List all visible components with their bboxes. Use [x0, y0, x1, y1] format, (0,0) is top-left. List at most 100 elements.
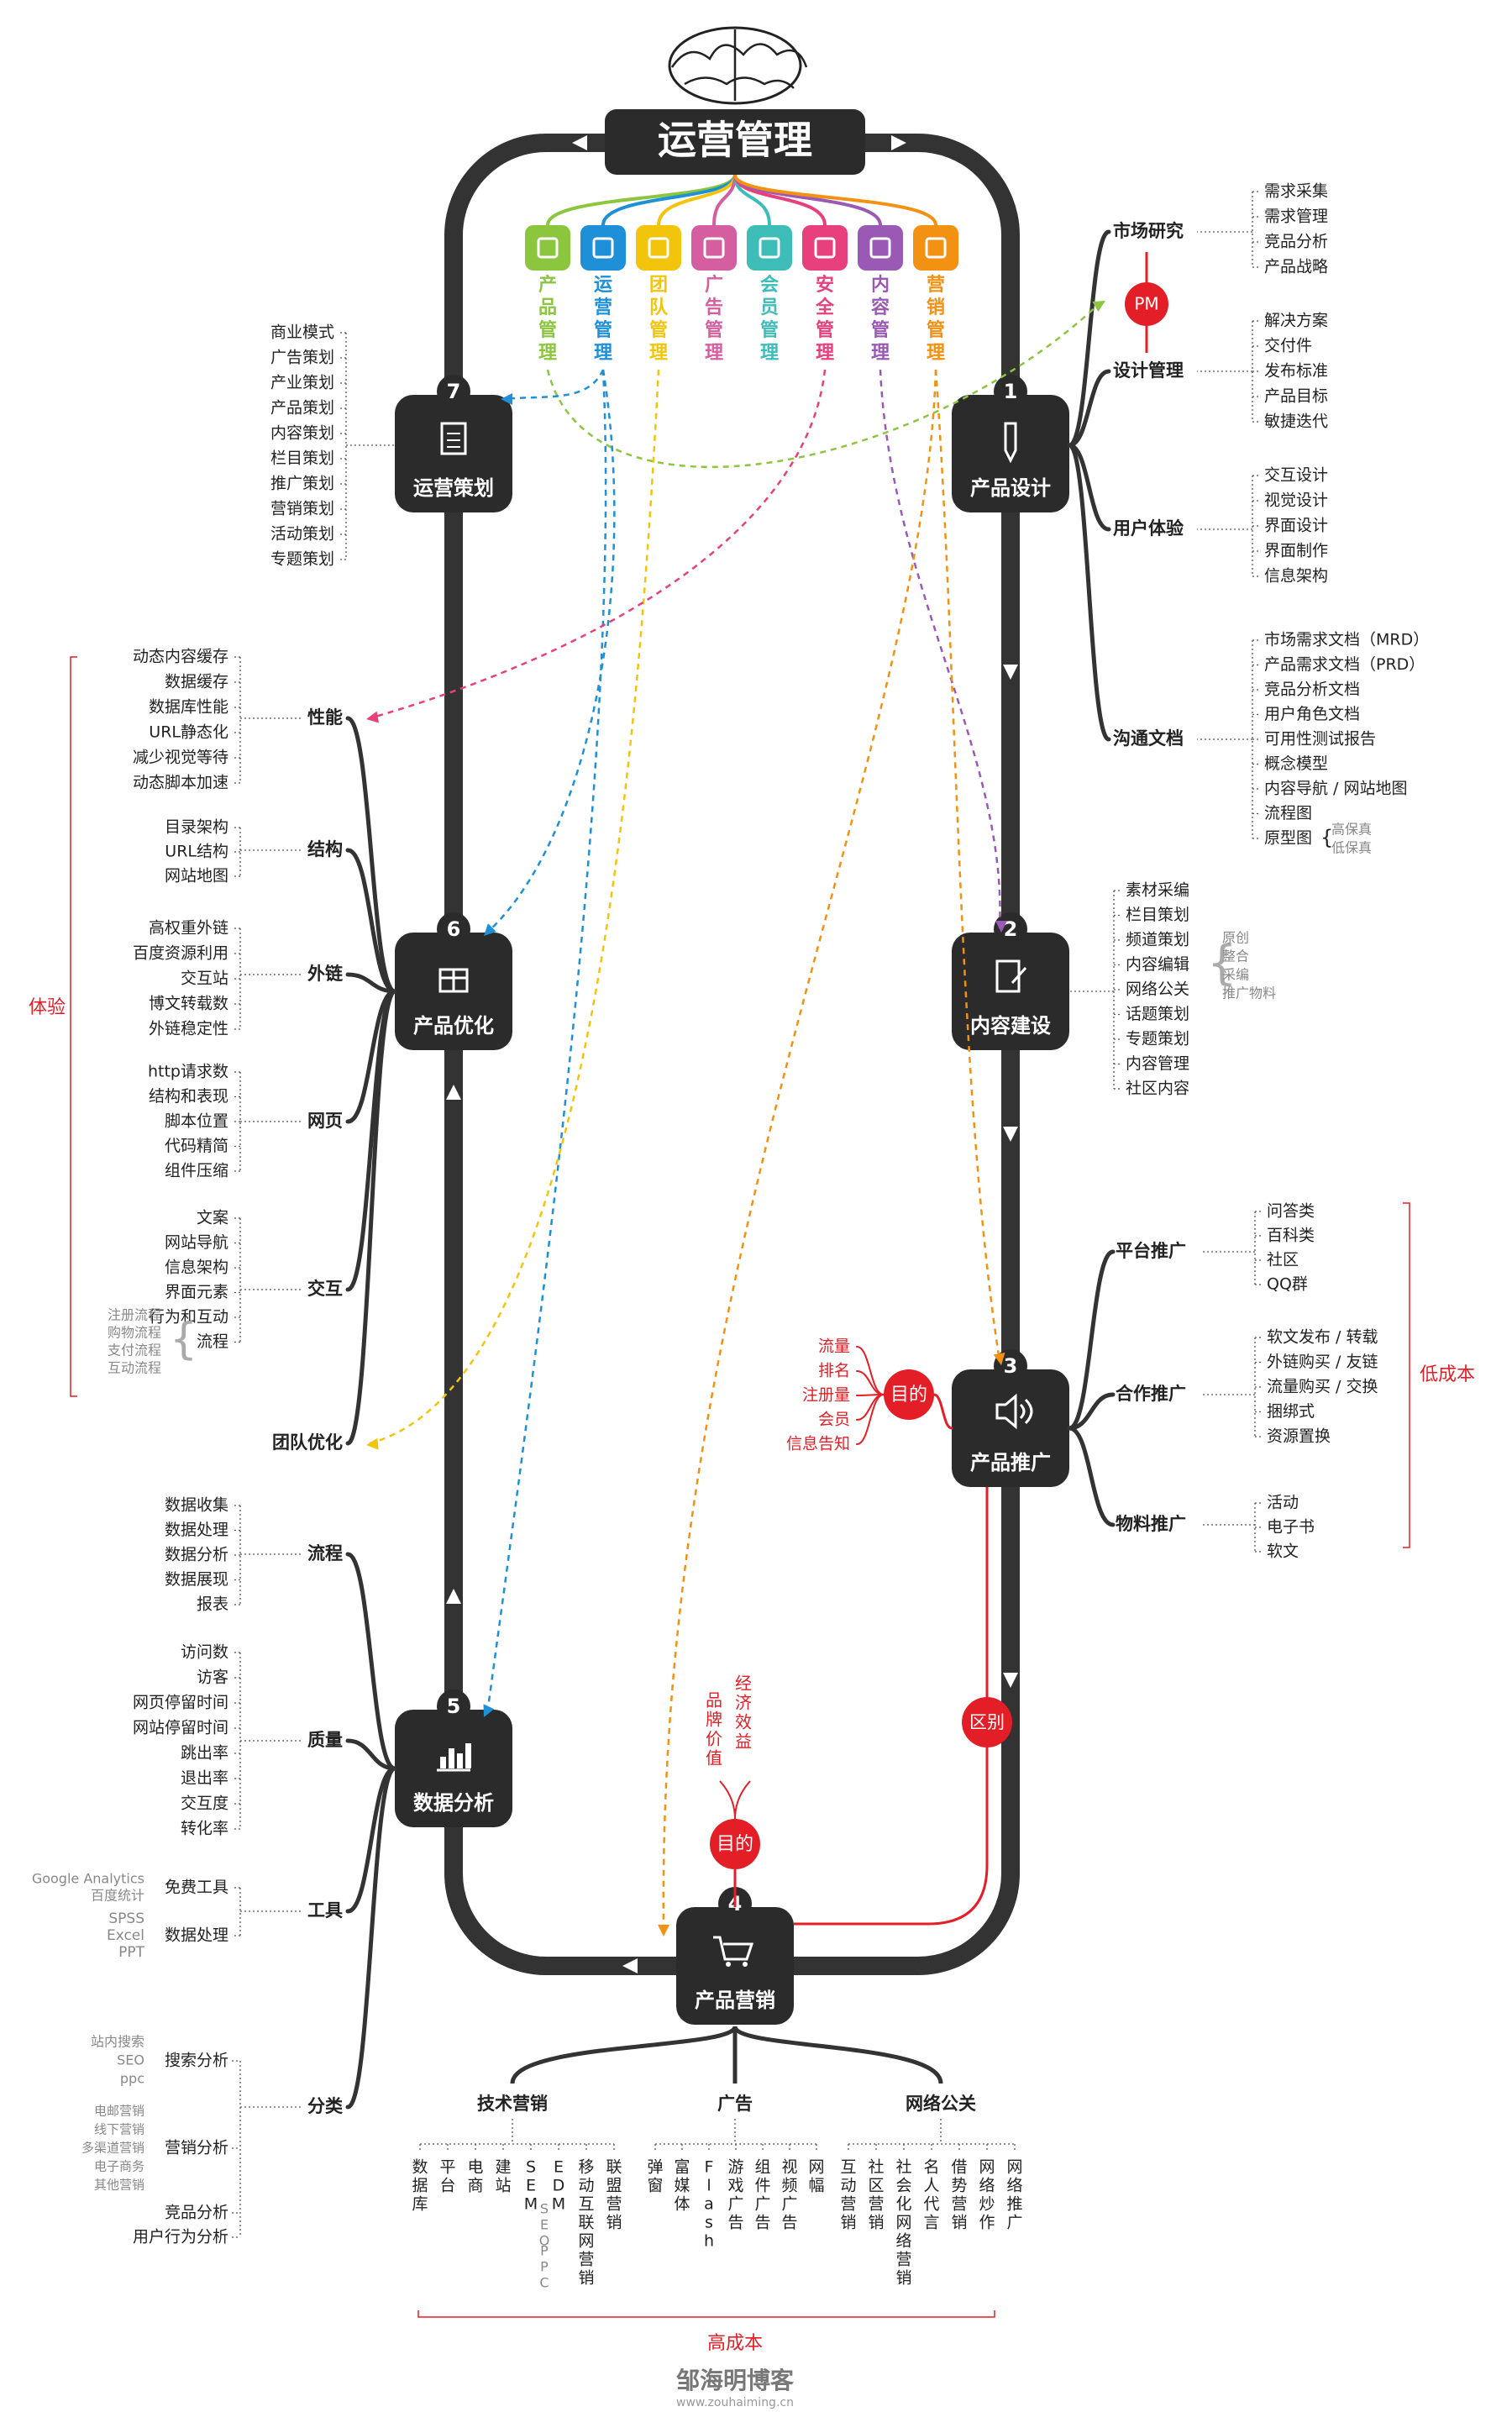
n4-leaf-item: 平台: [439, 2158, 455, 2195]
node-number: 1: [1004, 380, 1018, 403]
svg-text:营: 营: [868, 2195, 884, 2214]
svg-text:营: 营: [606, 2195, 622, 2214]
arrowhead-icon: [483, 1704, 495, 1717]
category-cross-links: [366, 301, 1105, 1936]
leaf-item: 商业模式: [270, 323, 334, 342]
svg-text:营: 营: [895, 2251, 911, 2269]
leaf-item: 内容编辑: [1126, 955, 1189, 974]
svg-text:频: 频: [781, 2177, 797, 2195]
arrowhead-icon: [658, 1925, 669, 1936]
edit-icon: [995, 959, 1027, 993]
leaf-item: 栏目策划: [270, 449, 334, 468]
svg-text:管: 管: [816, 319, 834, 341]
market-sub-item: 线下营销: [94, 2122, 144, 2137]
svg-text:络: 络: [895, 2232, 911, 2251]
svg-text:广: 广: [754, 2195, 770, 2214]
edit-sub-item: 采编: [1222, 967, 1249, 983]
leaf-item: 交付件: [1264, 337, 1312, 355]
svg-text:销: 销: [895, 2269, 911, 2288]
leaf-item: 交互度: [181, 1795, 228, 1813]
svg-text:戏: 戏: [727, 2177, 743, 2195]
category-label: 运营管理: [594, 275, 612, 364]
cube-icon: [525, 225, 570, 271]
data-tool-item: SPSS: [108, 1910, 144, 1927]
svg-text:E: E: [526, 2177, 536, 2195]
svg-text:电: 电: [467, 2158, 483, 2177]
arrowhead-icon: [366, 711, 380, 723]
leaf-item: 访问数: [181, 1643, 228, 1662]
n6-branch: [345, 972, 397, 994]
leaf-item: 原型图: [1264, 829, 1312, 848]
node-number: 7: [447, 380, 461, 403]
leaf-item: 数据库性能: [149, 698, 228, 717]
category-branch: [657, 174, 737, 226]
n5-group-label: 质量: [307, 1730, 343, 1750]
purpose-item: 注册量: [802, 1386, 850, 1405]
svg-text:管: 管: [871, 319, 890, 341]
leaf-item: 解决方案: [1264, 312, 1328, 330]
n1-branch: [1067, 369, 1111, 448]
leaf-item: 产品战略: [1264, 258, 1328, 276]
leaf-item: 数据处理: [165, 1926, 228, 1945]
svg-text:富: 富: [674, 2158, 690, 2177]
leaf-item: 访客: [197, 1668, 228, 1687]
svg-text:借: 借: [951, 2158, 967, 2177]
purpose-branch: [856, 1394, 885, 1421]
svg-text:动: 动: [840, 2177, 856, 2195]
svg-text:站: 站: [495, 2177, 511, 2195]
leaf-item: 报表: [197, 1595, 228, 1614]
n4-groups: 技术营销数据库平台电商建站SEMEDM移动互联网营销联盟营销SEOPPC广告弹窗…: [412, 2025, 1023, 2291]
n4-leaf-item: 富媒体: [674, 2158, 690, 2214]
svg-text:经: 经: [735, 1674, 752, 1694]
track-arrow-icon: [891, 135, 906, 150]
svg-text:炒: 炒: [979, 2195, 995, 2214]
market-sub-item: 电邮营销: [94, 2104, 144, 2119]
svg-text:据: 据: [412, 2177, 428, 2195]
leaf-item: 网页停留时间: [133, 1694, 228, 1712]
leaf-item: 频道策划: [1126, 931, 1189, 949]
leaf-item: 界面制作: [1264, 542, 1328, 560]
leaf-item: 内容管理: [1126, 1054, 1189, 1073]
svg-text:产: 产: [538, 275, 557, 296]
leaf-item: 外链购买 / 友链: [1267, 1353, 1378, 1371]
data-tool-item: PPT: [118, 1944, 145, 1961]
leaf-item: 数据处理: [165, 1521, 228, 1539]
svg-text:安: 安: [816, 274, 834, 296]
leaf-item: 软文发布 / 转载: [1267, 1328, 1378, 1347]
lock-icon: [802, 225, 848, 271]
node-label: 内容建设: [970, 1014, 1051, 1038]
svg-text:队: 队: [649, 297, 669, 318]
node-label: 产品推广: [970, 1451, 1051, 1474]
purpose-branch: [856, 1394, 885, 1445]
leaf-item: 界面元素: [165, 1283, 228, 1301]
purpose-link: [932, 1393, 953, 1430]
svg-text:容: 容: [871, 297, 890, 318]
leaf-item: 数据展现: [165, 1570, 228, 1589]
node-number: 3: [1004, 1354, 1018, 1378]
track-arrow-icon: [446, 1085, 461, 1100]
low-cost-bracket: 低成本: [1403, 1202, 1475, 1548]
pm-badge: PM: [1125, 252, 1168, 353]
svg-text:会: 会: [895, 2177, 911, 2195]
leaf-item: 竞品分析: [165, 2204, 228, 2222]
leaf-item: 数据缓存: [165, 673, 228, 691]
svg-text:台: 台: [439, 2177, 455, 2195]
svg-text:理: 理: [816, 343, 834, 364]
team-icon: [636, 225, 681, 271]
svg-text:效: 效: [735, 1712, 752, 1732]
arrowhead-icon: [366, 1437, 379, 1450]
